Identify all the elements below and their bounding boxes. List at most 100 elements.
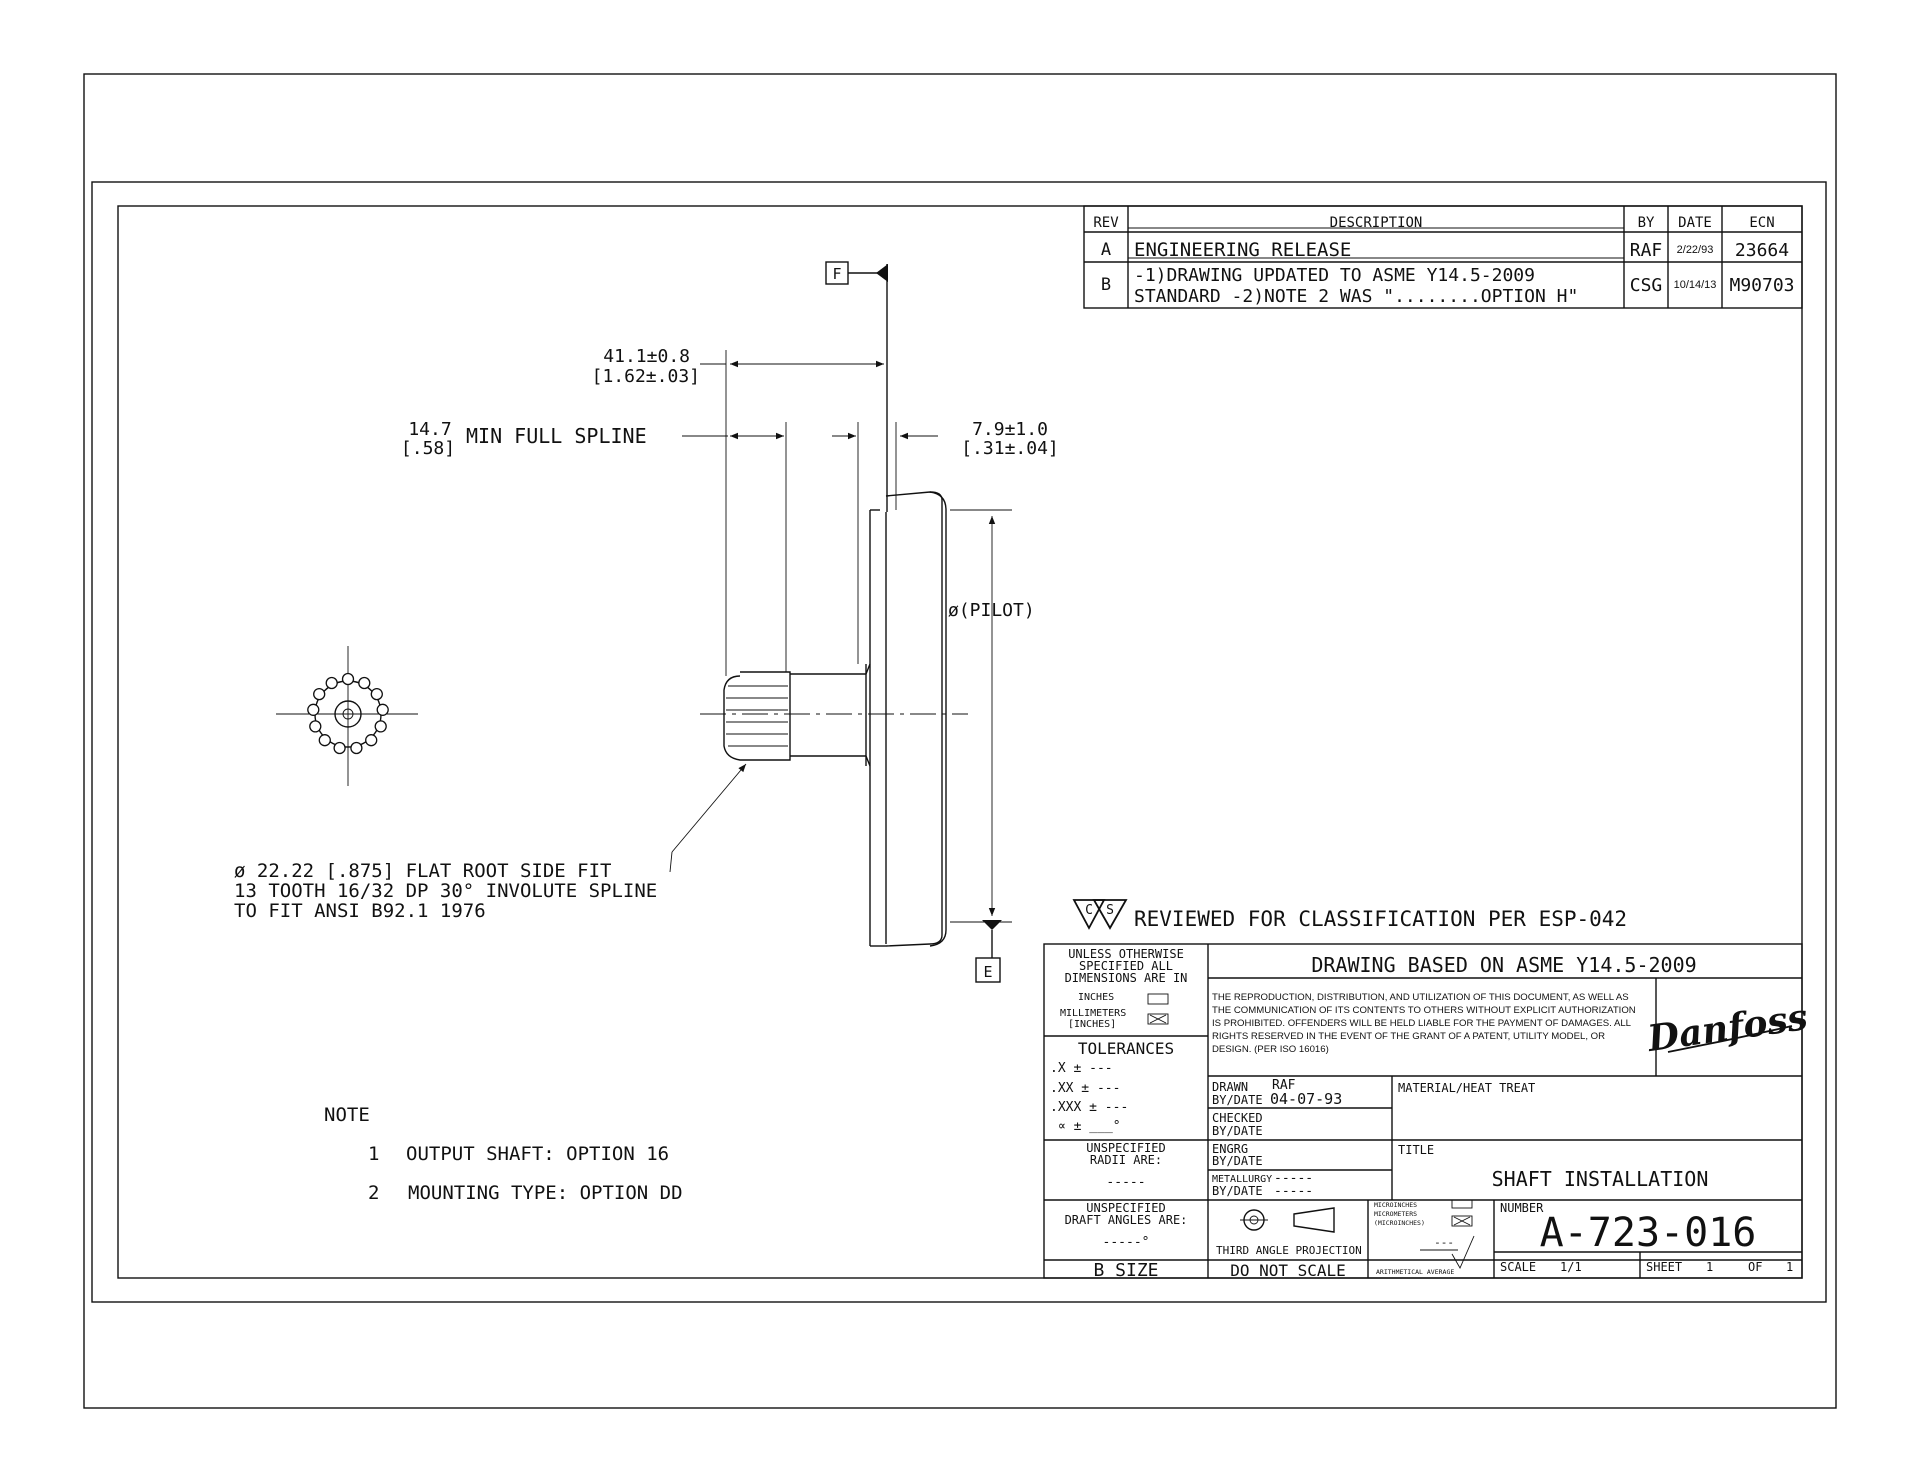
rev-a-by: RAF	[1630, 240, 1663, 261]
roughness-value: ---	[1434, 1236, 1454, 1249]
based-on-standard: DRAWING BASED ON ASME Y14.5-2009	[1311, 953, 1696, 977]
scale-label: SCALE	[1500, 1260, 1536, 1274]
spline-tooth	[370, 687, 383, 701]
description-header: DESCRIPTION	[1330, 215, 1423, 231]
ecn-header: ECN	[1749, 215, 1774, 231]
unless-line-3: DIMENSIONS ARE IN	[1065, 971, 1188, 985]
spline-tooth	[333, 741, 346, 755]
outer-border	[83, 73, 1837, 1409]
spline-end-view	[276, 646, 418, 786]
sheet-label: SHEET	[1646, 1260, 1682, 1274]
units-millimeters: MILLIMETERS	[1060, 1008, 1126, 1019]
note-1-number: 1	[368, 1143, 379, 1165]
note-2-text: MOUNTING TYPE: OPTION DD	[408, 1182, 683, 1204]
legal-line-4: RIGHTS RESERVED IN THE EVENT OF THE GRAN…	[1212, 1031, 1605, 1042]
draft-line-1: UNSPECIFIED	[1086, 1201, 1165, 1215]
metallurgy-value: -----	[1274, 1171, 1313, 1186]
radii-line-1: UNSPECIFIED	[1086, 1141, 1165, 1155]
by-header: BY	[1638, 215, 1655, 231]
spline-tooth	[365, 734, 378, 747]
dim-spline-in: [.58]	[401, 438, 455, 459]
rev-a-date: 2/22/93	[1677, 244, 1714, 256]
spline-tooth	[307, 703, 320, 716]
dim-overall-in: [1.62±.03]	[592, 366, 700, 387]
micrometers-label: MICROMETERS	[1374, 1210, 1417, 1218]
rev-a: A	[1101, 240, 1111, 260]
rev-b-description-1: -1)DRAWING UPDATED TO ASME Y14.5-2009	[1134, 265, 1535, 286]
units-inches: INCHES	[1078, 992, 1114, 1003]
dim-spline-label: MIN FULL SPLINE	[466, 424, 647, 448]
micro-bracket-label: (MICROINCHES)	[1374, 1219, 1425, 1227]
drawing-number: A-723-016	[1540, 1210, 1757, 1256]
drawn-label: DRAWN	[1212, 1080, 1248, 1094]
metallurgy-bydate-value: -----	[1274, 1184, 1313, 1199]
drawn-bydate-label: BY/DATE	[1212, 1093, 1263, 1107]
classification-review: C S REVIEWED FOR CLASSIFICATION PER ESP-…	[1072, 899, 1627, 931]
of-label: OF	[1748, 1260, 1762, 1274]
callout-line-2: 13 TOOTH 16/32 DP 30° INVOLUTE SPLINE	[234, 880, 657, 902]
units-inches-bracket: [INCHES]	[1068, 1019, 1116, 1030]
sheet-size: B SIZE	[1093, 1260, 1158, 1281]
dim-overall-mm: 41.1±0.8	[603, 346, 690, 367]
spline-tooth	[376, 703, 389, 716]
microinches-label: MICROINCHES	[1374, 1201, 1417, 1209]
drawn-date: 04-07-93	[1270, 1090, 1342, 1108]
radii-line-2: RADII ARE:	[1090, 1153, 1162, 1167]
review-c-mark: C	[1085, 903, 1093, 918]
checked-bydate: BY/DATE	[1212, 1124, 1263, 1138]
dim-offset-in: [.31±.04]	[961, 438, 1059, 459]
notes-heading: NOTE	[324, 1104, 370, 1126]
callout-line-3: TO FIT ANSI B92.1 1976	[234, 900, 486, 922]
projection-label: THIRD ANGLE PROJECTION	[1216, 1244, 1362, 1257]
notes: NOTE 1 OUTPUT SHAFT: OPTION 16 2 MOUNTIN…	[324, 1104, 683, 1204]
spline-tooth	[358, 676, 371, 690]
tol-angle: ∝ ± ___°	[1058, 1119, 1121, 1134]
unless-line-1: UNLESS OTHERWISE	[1068, 947, 1184, 961]
metallurgy-label: METALLURGY	[1212, 1174, 1272, 1185]
unless-line-2: SPECIFIED ALL	[1079, 959, 1173, 973]
spline-tooth	[374, 720, 387, 733]
review-s-mark: S	[1106, 903, 1114, 918]
material-label: MATERIAL/HEAT TREAT	[1398, 1081, 1535, 1095]
tol-xxx: .XXX ± ---	[1050, 1100, 1128, 1115]
review-text: REVIEWED FOR CLASSIFICATION PER ESP-042	[1134, 907, 1627, 931]
engrg-label: ENGRG	[1212, 1142, 1248, 1156]
rev-a-ecn: 23664	[1735, 240, 1789, 261]
title-block: UNLESS OTHERWISE SPECIFIED ALL DIMENSION…	[1043, 943, 1810, 1281]
dim-pilot: ø(PILOT)	[948, 600, 1035, 621]
dim-offset-mm: 7.9±1.0	[972, 419, 1048, 440]
rev-b-date: 10/14/13	[1674, 279, 1717, 291]
spline-tooth	[318, 734, 331, 747]
middle-border	[91, 181, 1827, 1303]
scale-value: 1/1	[1560, 1260, 1582, 1274]
legal-line-1: THE REPRODUCTION, DISTRIBUTION, AND UTIL…	[1212, 992, 1629, 1003]
tol-xx: .XX ± ---	[1050, 1081, 1120, 1096]
legal-line-5: DESIGN. (PER ISO 16016)	[1212, 1044, 1329, 1055]
spline-tooth	[325, 676, 338, 690]
spline-tooth	[350, 741, 363, 755]
note-1-text: OUTPUT SHAFT: OPTION 16	[406, 1143, 669, 1165]
number-label: NUMBER	[1500, 1201, 1544, 1215]
datum-e-label: E	[983, 963, 992, 981]
drawing-title: SHAFT INSTALLATION	[1492, 1167, 1709, 1191]
datum-f-label: F	[832, 265, 841, 283]
rev-header: REV	[1093, 215, 1119, 231]
legal-line-2: THE COMMUNICATION OF ITS CONTENTS TO OTH…	[1212, 1005, 1636, 1016]
metallurgy-bydate: BY/DATE	[1212, 1184, 1263, 1198]
draft-line-2: DRAFT ANGLES ARE:	[1065, 1213, 1188, 1227]
title-label: TITLE	[1398, 1143, 1434, 1157]
checked-label: CHECKED	[1212, 1111, 1263, 1125]
draft-value: -----°	[1103, 1235, 1150, 1250]
engrg-bydate: BY/DATE	[1212, 1154, 1263, 1168]
legal-line-3: IS PROHIBITED. OFFENDERS WILL BE HELD LI…	[1212, 1018, 1632, 1029]
rev-b-by: CSG	[1630, 275, 1663, 296]
rev-b: B	[1101, 275, 1111, 295]
shaft-side-view: F 41.1±0.8 [1.62±.	[401, 261, 1059, 983]
spline-tooth	[341, 672, 355, 686]
of-value: 1	[1786, 1260, 1793, 1274]
spline-callout: ø 22.22 [.875] FLAT ROOT SIDE FIT 13 TOO…	[234, 860, 657, 922]
spline-tooth	[309, 720, 322, 733]
sheet-value: 1	[1706, 1260, 1713, 1274]
callout-line-1: ø 22.22 [.875] FLAT ROOT SIDE FIT	[234, 860, 612, 882]
